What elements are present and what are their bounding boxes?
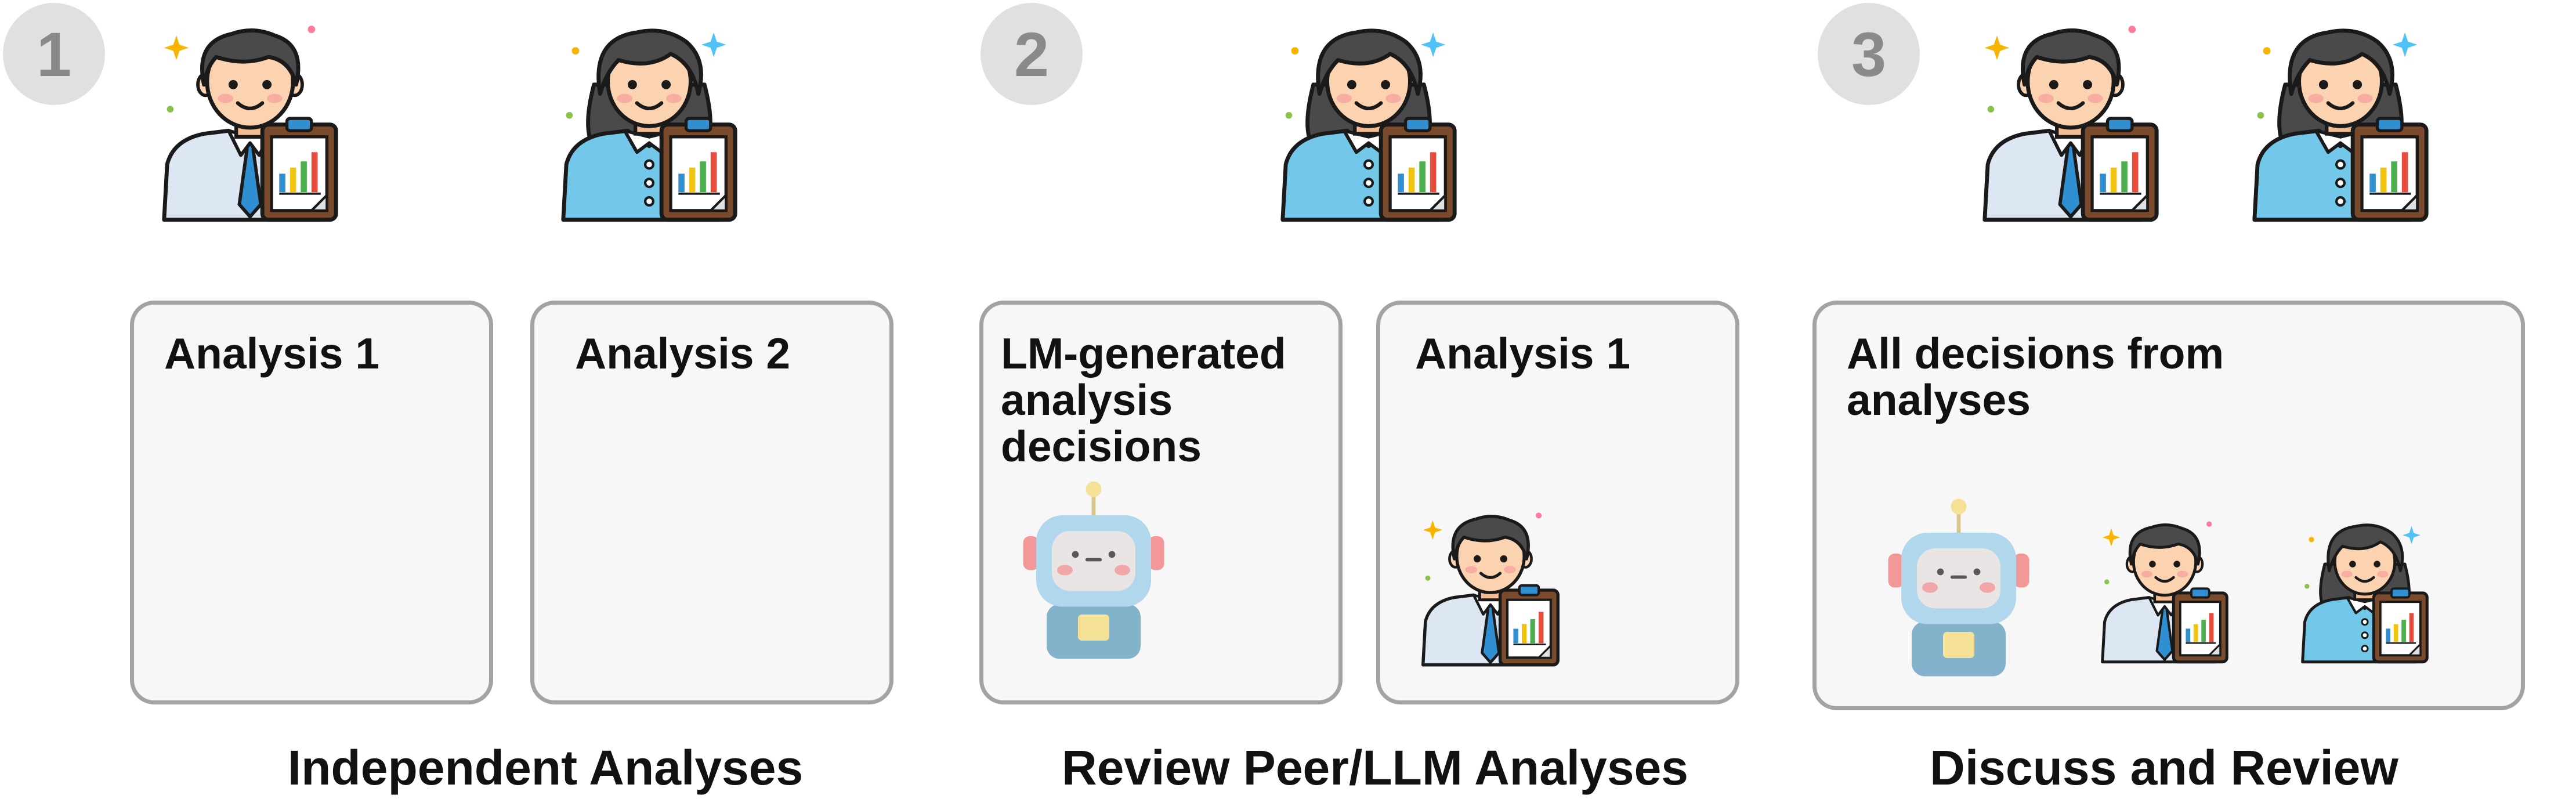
step-number-badge: 1 (3, 3, 105, 105)
woman-analyst-with-clipboard-icon (557, 23, 741, 223)
card-title: Analysis 1 (164, 329, 380, 378)
woman-analyst-with-clipboard-icon (2248, 23, 2433, 223)
analysis-card: Analysis 1 (1376, 301, 1739, 704)
man-analyst-with-clipboard-icon (1418, 511, 1563, 667)
step-caption: Review Peer/LLM Analyses (1061, 740, 1689, 795)
step-caption: Independent Analyses (287, 740, 804, 795)
man-analyst-with-clipboard-icon (1978, 23, 2163, 223)
card-title: LM-generated analysis decisions (1001, 329, 1286, 471)
man-analyst-with-clipboard-icon (2098, 519, 2231, 664)
card-title: Analysis 1 (1415, 329, 1631, 378)
analysis-card: Analysis 2 (530, 301, 893, 704)
all-decisions-card: All decisions from analyses (1812, 301, 2525, 710)
woman-analyst-with-clipboard-icon (2298, 519, 2432, 664)
step-caption: Discuss and Review (1930, 740, 2398, 795)
robot-icon (1015, 479, 1172, 662)
card-title: All decisions from analyses (1847, 329, 2224, 424)
robot-icon (1880, 496, 2037, 679)
step-number-badge: 2 (981, 3, 1083, 105)
woman-analyst-with-clipboard-icon (1276, 23, 1461, 223)
man-analyst-with-clipboard-icon (158, 23, 342, 223)
card-title: Analysis 2 (575, 329, 791, 378)
analysis-card: Analysis 1 (130, 301, 493, 704)
step-number-badge: 3 (1818, 3, 1920, 105)
lm-decisions-card: LM-generated analysis decisions (979, 301, 1343, 704)
